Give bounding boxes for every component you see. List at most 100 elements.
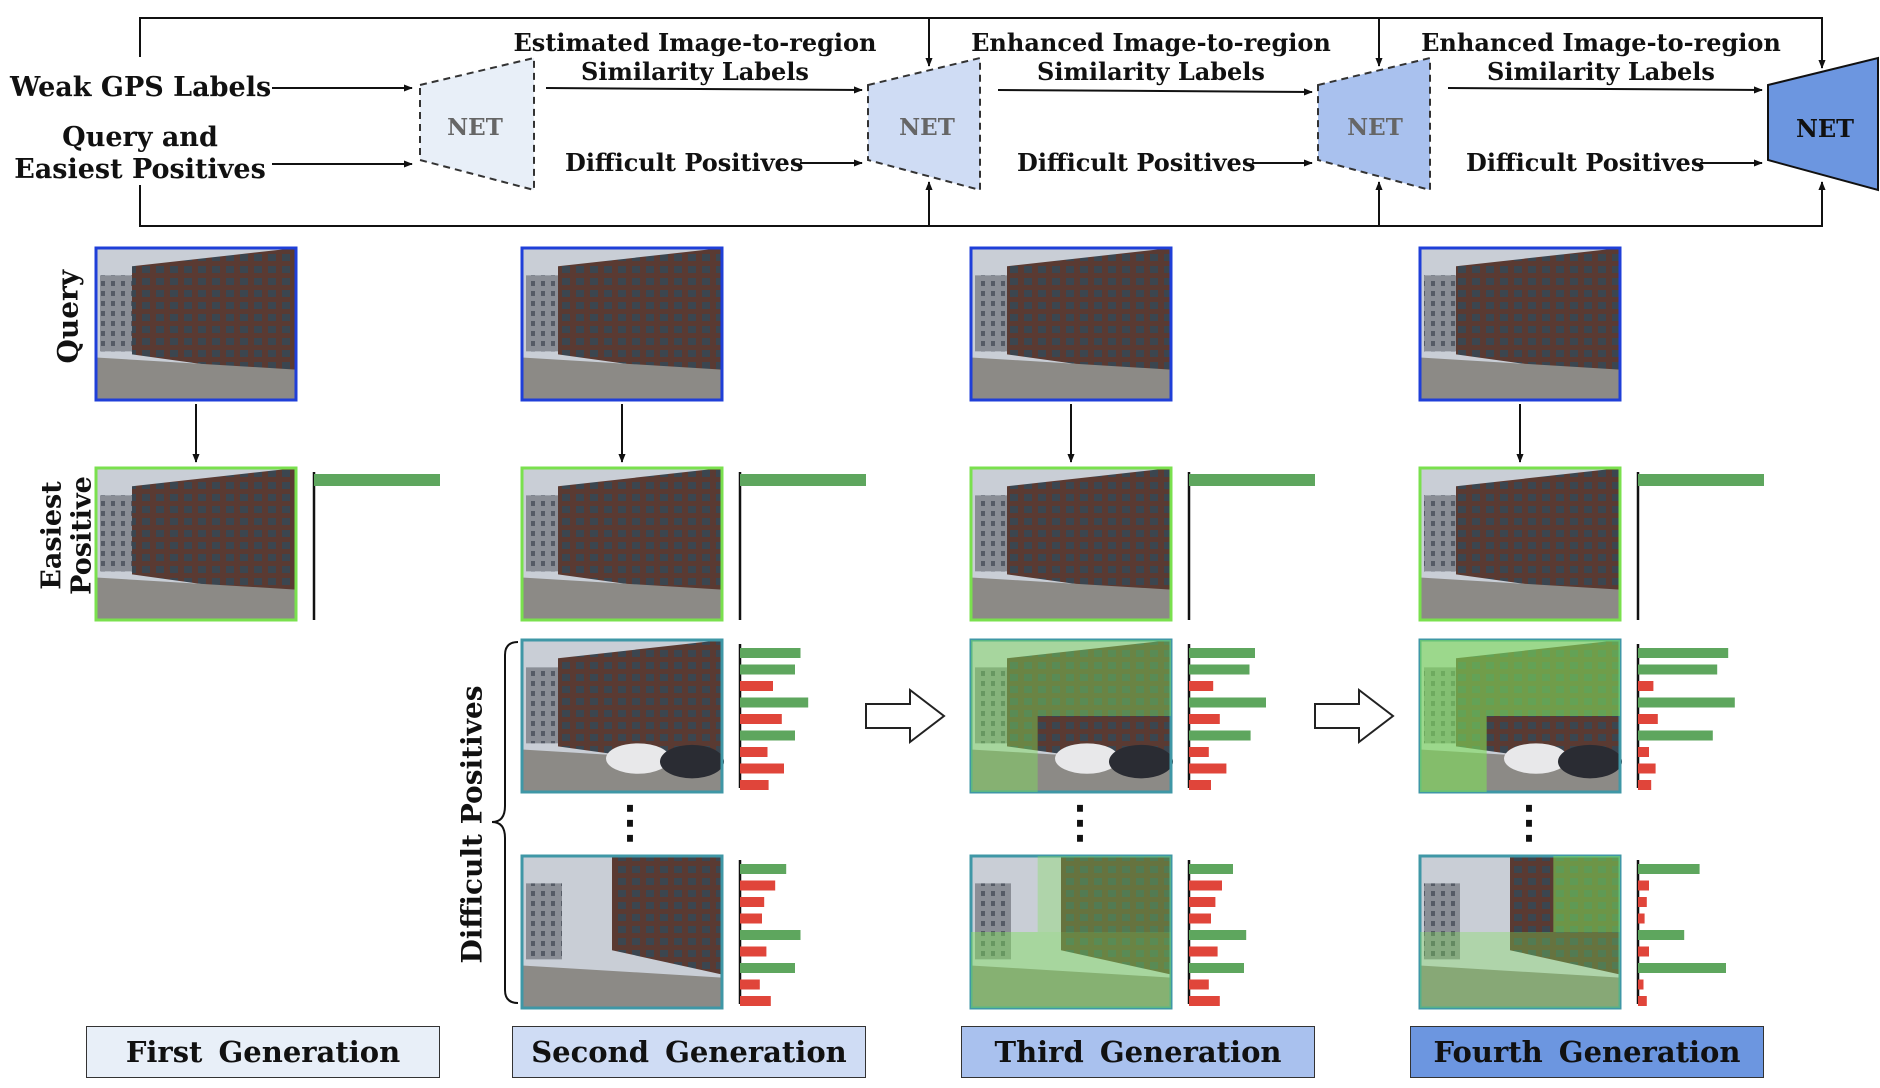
easiest-image-gen2-border: [520, 466, 724, 622]
difficult-image-a-gen2-car: [606, 743, 670, 774]
difficult-image-a-gen2-car-dark: [660, 744, 724, 779]
difficult-a-gen4-overlay-1: [1420, 716, 1487, 792]
difficult-b-gen4-overlay-1: [1420, 932, 1620, 1008]
difficult-b-bar-3-gen4: [1638, 913, 1645, 924]
similarity-label-3-line1: Enhanced Image-to-region: [1421, 28, 1781, 57]
easiest-image-gen1-border: [94, 466, 298, 622]
difficult-a-bar-6-gen3: [1189, 747, 1209, 757]
easiest-image-gen4-border: [1418, 466, 1622, 622]
easiest-image-gen2-building: [558, 468, 722, 598]
easiest-image-gen3-border: [969, 466, 1173, 622]
difficult-image-a-gen4-car-dark: [1558, 744, 1622, 779]
similarity-arrow-2: [997, 88, 1313, 96]
difficult-b-bar-5-gen3: [1189, 946, 1218, 957]
difficult-b-bar-5-gen2: [740, 946, 767, 957]
difficult-b-bar-8-gen2: [740, 996, 771, 1006]
query-image-gen2-border: [520, 246, 724, 402]
difficult-a-bar-1-gen4: [1638, 664, 1718, 675]
difficult-image-a-gen3-border: [969, 638, 1173, 794]
difficult-a-bar-8-gen2: [740, 780, 769, 790]
difficult-a-bar-2-gen3: [1189, 681, 1214, 691]
difficult-b-bar-3-gen2: [740, 913, 762, 924]
difficult-a-gen3-overlay-0: [971, 640, 1171, 716]
difficult-a-bar-0-gen4: [1638, 648, 1729, 658]
net-trapezoid-3: [1317, 56, 1431, 192]
query-image-gen3-building: [1007, 248, 1171, 378]
query-easiest-label-2: Easiest Positives: [14, 154, 266, 185]
easiest-image-gen4: [1418, 466, 1622, 622]
bottom-feedback-line: [139, 181, 1826, 227]
difficult-a-bar-0-gen3: [1189, 648, 1255, 658]
difficult-b-bar-1-gen3: [1189, 880, 1222, 891]
difficult-b-bar-7-gen3: [1189, 979, 1209, 990]
difficult-image-a-gen3-car-dark: [1109, 744, 1173, 779]
query-image-gen4: [1418, 246, 1622, 402]
query-image-gen4-border: [1418, 246, 1622, 402]
easiest-image-gen3-ground: [971, 577, 1171, 620]
difficult-b-gen3-overlay-1: [971, 932, 1171, 1008]
easiest-image-gen4-distant-building: [1424, 495, 1460, 572]
difficult-b-bar-2-gen4: [1638, 897, 1647, 907]
difficult-image-a-gen4-car: [1504, 743, 1568, 774]
easiest-image-gen2-ground: [522, 577, 722, 620]
difficult-b-bar-6-gen2: [740, 963, 795, 973]
difficult-a-bar-3-gen4: [1638, 697, 1735, 708]
difficult-image-b-gen3-ground: [971, 965, 1171, 1008]
ellipsis-gen4: ⋮: [1507, 797, 1551, 848]
ellipsis-gen2: ⋮: [608, 797, 652, 848]
generation-label-1: First Generation: [86, 1026, 440, 1078]
query-image-gen2: [520, 246, 724, 402]
difficult-b-bar-7-gen2: [740, 979, 760, 990]
query-image-gen1-border: [94, 246, 298, 402]
query-image-gen3-border: [969, 246, 1173, 402]
difficult-image-a-gen2: [520, 638, 724, 794]
net-label-4: NET: [1795, 114, 1855, 143]
difficult-label-2: Difficult Positives: [1017, 148, 1256, 177]
difficult-image-a-gen2-distant-building: [526, 667, 562, 744]
difficult-image-a-gen2-border: [520, 638, 724, 794]
easiest-bar-gen2: [740, 474, 866, 486]
difficult-image-a-gen3-building: [1007, 640, 1171, 770]
difficult-a-bar-7-gen3: [1189, 763, 1227, 774]
net-trapezoid-4: [1767, 56, 1879, 192]
difficult-image-b-gen2-building: [612, 856, 722, 975]
difficult-b-bar-2-gen2: [740, 897, 765, 907]
query-image-gen1-ground: [96, 357, 296, 400]
difficult-a-bar-8-gen3: [1189, 780, 1211, 790]
query-row-label: Query: [51, 269, 85, 364]
easiest-image-gen1-ground: [96, 577, 296, 620]
difficult-image-b-gen2-distant-building: [526, 883, 562, 960]
easiest-bar-gen4: [1638, 474, 1764, 486]
difficult-a-bar-2-gen2: [740, 681, 773, 691]
net-label-2: NET: [899, 114, 955, 141]
generation-label-3: Third Generation: [961, 1026, 1315, 1078]
difficult-image-b-gen4: [1418, 854, 1622, 1010]
difficult-a-gen3-overlay-1: [971, 716, 1038, 792]
difficult-image-b-gen3: [969, 854, 1173, 1010]
difficult-b-gen4-overlay-0: [1553, 856, 1620, 932]
difficult-row-label: Difficult Positives: [455, 685, 489, 964]
difficult-image-b-gen4-ground: [1420, 965, 1620, 1008]
difficult-b-bar-8-gen4: [1638, 996, 1647, 1006]
difficult-a-bar-1-gen2: [740, 664, 795, 675]
generation-label-4: Fourth Generation: [1410, 1026, 1764, 1078]
difficult-image-b-gen3-border: [969, 854, 1173, 1010]
similarity-label-1-line1: Estimated Image-to-region: [513, 28, 877, 57]
similarity-label-2-line1: Enhanced Image-to-region: [971, 28, 1331, 57]
query-image-gen3: [969, 246, 1173, 402]
query-image-gen3-distant-building: [975, 275, 1011, 352]
generation-label-2: Second Generation: [512, 1026, 866, 1078]
difficult-label-1: Difficult Positives: [565, 148, 804, 177]
difficult-b-bar-4-gen4: [1638, 930, 1685, 940]
difficult-b-bar-1-gen2: [740, 880, 776, 891]
difficult-brace: [491, 641, 519, 1004]
difficult-label-3: Difficult Positives: [1466, 148, 1705, 177]
easiest-image-gen4-building: [1456, 468, 1620, 598]
query-image-gen4-ground: [1420, 357, 1620, 400]
difficult-a-bar-4-gen2: [740, 714, 782, 724]
similarity-arrow-1: [545, 86, 863, 94]
difficult-a-bar-7-gen4: [1638, 763, 1656, 774]
query-image-gen3-ground: [971, 357, 1171, 400]
difficult-a-bar-4-gen3: [1189, 714, 1220, 724]
